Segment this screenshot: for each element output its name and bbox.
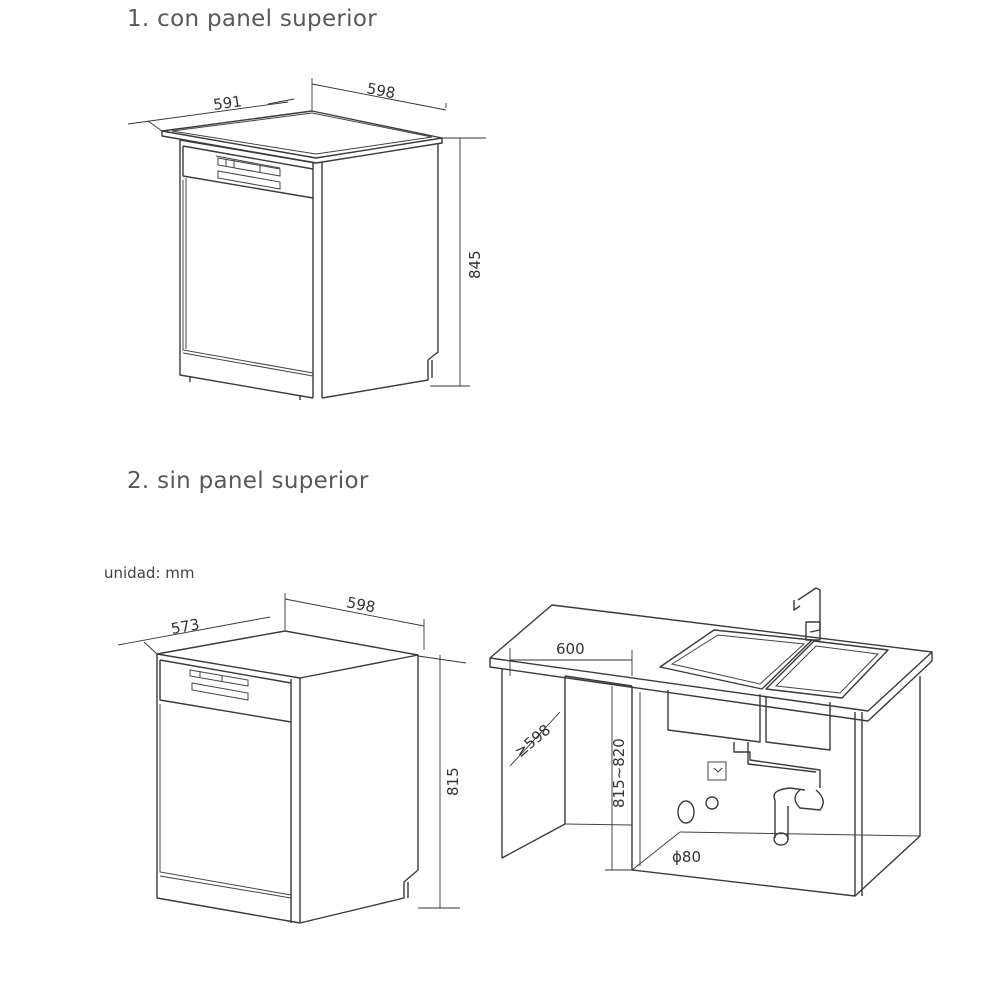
unit-label: unidad: mm (104, 564, 195, 582)
heading-without-top-panel: 2. sin panel superior (127, 468, 369, 494)
niche-width-label: 600 (556, 640, 585, 658)
dim-width-label: 598 (365, 79, 397, 102)
faucet (805, 621, 821, 641)
sink-basin-right (765, 640, 889, 699)
door-handle (217, 170, 281, 190)
door-handle (191, 682, 249, 701)
niche-depth-label: ≥598 (511, 721, 554, 761)
hole-diameter-label: ϕ80 (672, 848, 701, 866)
socket (707, 761, 727, 781)
dim-height-label: 815 (444, 767, 462, 796)
control-panel-display (217, 157, 281, 177)
drain-hole (677, 800, 695, 824)
dim-height-label: 845 (466, 250, 484, 279)
dim-depth-label: 573 (170, 615, 201, 638)
dishwasher-with-top: 591 598 845 (127, 78, 486, 400)
dim-width-label: 598 (345, 593, 377, 616)
water-tap (705, 796, 719, 810)
sink-basin-left (659, 629, 813, 690)
dishwasher-without-top: 573 598 815 (117, 593, 467, 924)
siphon (794, 789, 824, 811)
control-panel-display (189, 669, 249, 687)
dim-depth-label: 591 (212, 92, 243, 114)
countertop (489, 604, 933, 712)
installation-niche: 600 ≥598 815~820 ϕ80 (489, 587, 933, 897)
heading-with-top-panel: 1. con panel superior (127, 6, 377, 32)
niche-height-label: 815~820 (610, 738, 628, 808)
top-panel (161, 110, 443, 159)
